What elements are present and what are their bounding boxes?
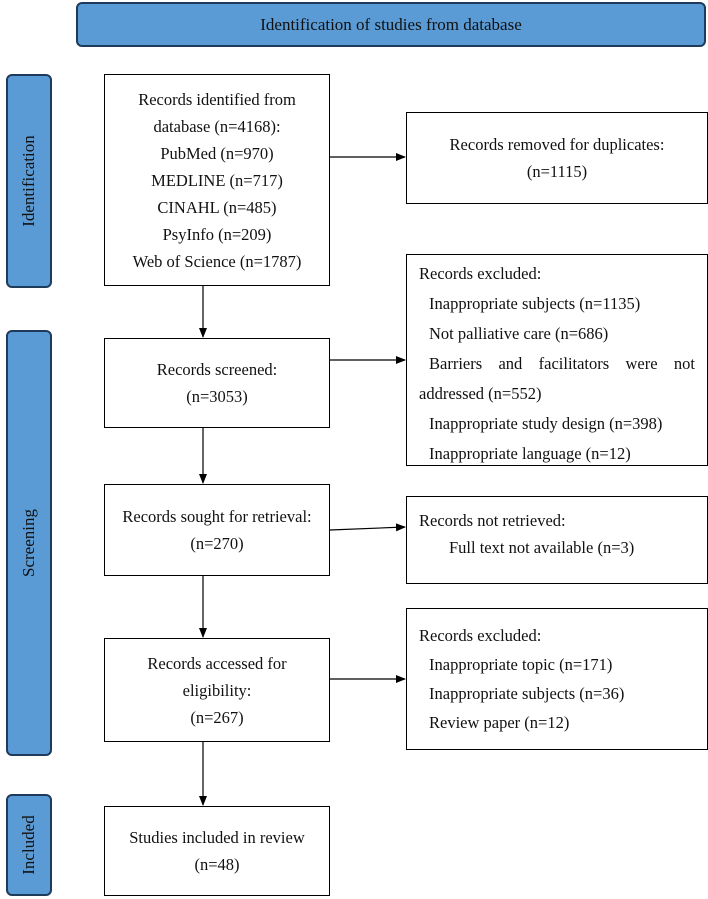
header-title: Identification of studies from database (260, 14, 522, 34)
phase-screening: Screening (6, 330, 52, 756)
records-identified-box: Records identified from database (n=4168… (104, 74, 330, 286)
screened-line: (n=3053) (186, 387, 248, 406)
excluded2-item: Review paper (n=12) (429, 713, 570, 732)
included-line: Studies included in review (129, 828, 305, 847)
sought-line: (n=270) (190, 534, 244, 553)
screened-line: Records screened: (156, 360, 278, 379)
excluded2-item: Inappropriate subjects (n=36) (429, 684, 625, 703)
records-excluded-screening-box: Records excluded: Inappropriate subjects… (406, 254, 708, 466)
excluded1-item: Inappropriate study design (n=398) (429, 414, 663, 433)
studies-included-box: Studies included in review (n=48) (104, 806, 330, 896)
excluded1-item: addressed (n=552) (419, 384, 542, 403)
assessed-line: (n=267) (190, 707, 244, 727)
records-assessed-box: Records accessed for eligibility: (n=267… (104, 638, 330, 742)
records-sought-box: Records sought for retrieval: (n=270) (104, 484, 330, 576)
phase-identification: Identification (6, 74, 52, 288)
records-removed-duplicates-box: Records removed for duplicates: (n=1115) (406, 112, 708, 204)
assessed-line: eligibility: (182, 680, 252, 700)
identified-line: MEDLINE (n=717) (151, 170, 283, 190)
excluded1-item: Inappropriate subjects (n=1135) (429, 294, 641, 313)
excluded1-item: Inappropriate language (n=12) (429, 444, 631, 463)
included-line: (n=48) (194, 855, 240, 874)
excluded1-title: Records excluded: (419, 264, 542, 283)
records-screened-box: Records screened: (n=3053) (104, 338, 330, 428)
header-banner: Identification of studies from database (76, 2, 706, 47)
identified-line: Web of Science (n=1787) (132, 251, 302, 271)
sought-line: Records sought for retrieval: (122, 507, 312, 526)
duplicates-line: (n=1115) (526, 162, 588, 181)
duplicates-line: Records removed for duplicates: (449, 135, 665, 154)
identified-line: CINAHL (n=485) (157, 197, 277, 217)
excluded1-item: Barriers and facilitators were not (429, 354, 695, 373)
phase-included: Included (6, 794, 52, 896)
arrow-sought-to-not-retrieved (329, 523, 406, 532)
excluded2-item: Inappropriate topic (n=171) (429, 655, 613, 674)
excluded2-title: Records excluded: (419, 626, 542, 645)
not-retrieved-item: Full text not available (n=3) (449, 538, 635, 557)
assessed-line: Records accessed for (147, 653, 287, 673)
records-excluded-eligibility-box: Records excluded: Inappropriate topic (n… (406, 608, 708, 750)
identified-line: PsyInfo (n=209) (162, 224, 272, 244)
excluded1-item: Not palliative care (n=686) (429, 324, 609, 343)
identified-line: PubMed (n=970) (160, 143, 274, 163)
records-not-retrieved-box: Records not retrieved: Full text not ava… (406, 496, 708, 584)
not-retrieved-title: Records not retrieved: (419, 511, 566, 530)
identified-line: Records identified from (138, 89, 296, 109)
identified-line: database (n=4168): (153, 116, 281, 136)
